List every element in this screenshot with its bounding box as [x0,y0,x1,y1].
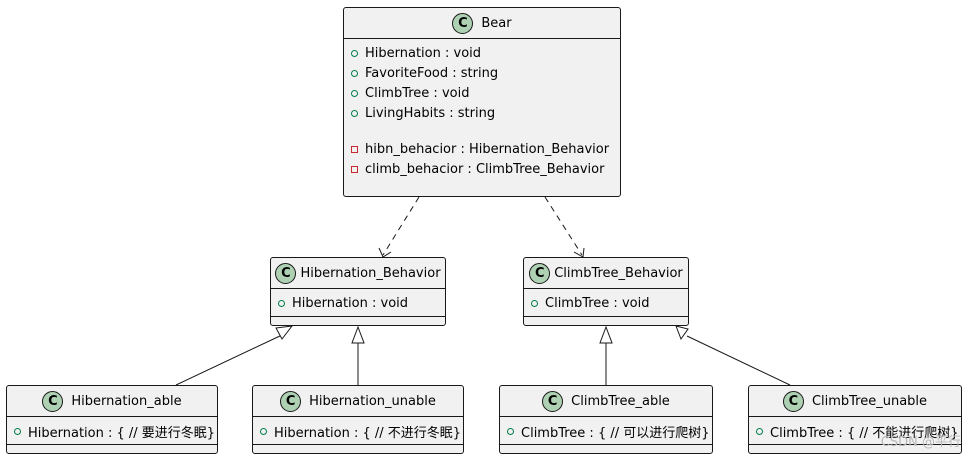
private-marker-icon [351,165,358,173]
public-marker-icon [756,427,763,435]
member-text: Hibernation : { // 不进行冬眠} [274,425,462,441]
class-c-icon: C [452,12,474,34]
class-name: Hibernation_Behavior [300,265,441,281]
class-c-icon: C [42,390,64,412]
member: ClimbTree : { // 可以进行爬树} [500,421,712,441]
watermark: CSDN @平行 [880,435,961,450]
public-marker-icon [351,69,358,77]
class-climbtree-unable[interactable]: C ClimbTree_unable ClimbTree : { // 不能进行… [748,385,962,454]
class-c-icon: C [280,390,302,412]
class-name: Hibernation_unable [309,393,436,409]
class-header: C Hibernation_Behavior [271,258,445,289]
class-c-icon: C [529,262,551,284]
dependency-bear-climbtree-behavior [544,196,583,256]
member-text: ClimbTree : { // 可以进行爬树} [521,425,710,441]
generalization-arrowhead-hibernation-unable [351,325,365,344]
attributes-section: ClimbTree : { // 不能进行爬树} [749,417,961,445]
public-marker-icon [351,89,358,97]
public-marker-icon [14,427,21,435]
class-name: ClimbTree_Behavior [554,265,683,281]
member-text: climb_behacior : ClimbTree_Behavior [365,161,605,177]
public-marker-icon [278,299,285,307]
member-text: Hibernation : { // 要进行冬眠} [28,425,216,441]
class-name: Hibernation_able [71,393,182,409]
class-hibernation-behavior[interactable]: C Hibernation_Behavior Hibernation : voi… [270,257,446,326]
class-header: C ClimbTree_able [500,386,712,417]
class-c-icon: C [542,390,564,412]
member: Hibernation : { // 不进行冬眠} [253,421,463,441]
class-hibernation-able[interactable]: C Hibernation_able Hibernation : { // 要进… [6,385,218,454]
generalization-hibernation-able [175,334,283,386]
attributes-section: ClimbTree : void [524,289,688,317]
class-header: C Bear [344,8,620,39]
class-name: Bear [481,15,512,31]
class-header: C Hibernation_able [7,386,217,417]
class-hibernation-unable[interactable]: C Hibernation_unable Hibernation : { // … [252,385,464,454]
member-text: ClimbTree : { // 不能进行爬树} [770,425,959,441]
public-marker-icon [260,427,267,435]
member-text: FavoriteFood : string [365,65,499,81]
class-c-icon: C [782,390,804,412]
attributes-section: Hibernation : void [271,289,445,317]
class-climbtree-able[interactable]: C ClimbTree_able ClimbTree : { // 可以进行爬树… [499,385,713,454]
member: Hibernation : { // 要进行冬眠} [7,421,217,441]
class-name: ClimbTree_able [571,393,670,409]
private-marker-icon [351,145,358,153]
member: hibn_behacior : Hibernation_Behavior [344,139,620,159]
class-name: ClimbTree_unable [811,393,928,409]
generalization-arrowhead-climbtree-unable [675,325,689,341]
class-climbtree-behavior[interactable]: C ClimbTree_Behavior ClimbTree : void [523,257,689,326]
member: ClimbTree : void [524,293,688,313]
attributes-section: ClimbTree : { // 可以进行爬树} [500,417,712,445]
member-text: Hibernation : void [292,295,409,311]
member: FavoriteFood : string [344,63,620,83]
member: Hibernation : void [271,293,445,313]
generalization-arrowhead-climbtree-able [599,325,613,344]
public-marker-icon [531,299,538,307]
attributes-section: Hibernation : void FavoriteFood : string… [344,39,620,182]
member: ClimbTree : { // 不能进行爬树} [749,421,961,441]
class-c-icon: C [275,262,297,284]
member: Hibernation : void [344,43,620,63]
attributes-section: Hibernation : { // 不进行冬眠} [253,417,463,445]
member-text: Hibernation : void [365,45,482,61]
dependency-arrowhead-hibernation [378,247,392,258]
public-marker-icon [351,109,358,117]
generalization-climbtree-unable [686,335,791,386]
member-text: ClimbTree : void [545,295,650,311]
class-header: C ClimbTree_Behavior [524,258,688,289]
member: LivingHabits : string [344,103,620,123]
member-text: ClimbTree : void [365,85,470,101]
dependency-bear-hibernation-behavior [382,196,420,256]
member-text: hibn_behacior : Hibernation_Behavior [365,141,610,157]
class-header: C ClimbTree_unable [749,386,961,417]
dependency-arrowhead-climbtree [573,247,585,258]
member: climb_behacior : ClimbTree_Behavior [344,159,620,179]
public-marker-icon [351,49,358,57]
member: ClimbTree : void [344,83,620,103]
generalization-arrowhead-hibernation-able [275,325,294,340]
attributes-section: Hibernation : { // 要进行冬眠} [7,417,217,445]
class-bear[interactable]: C Bear Hibernation : void FavoriteFood :… [343,7,621,197]
class-header: C Hibernation_unable [253,386,463,417]
member-text: LivingHabits : string [365,105,496,121]
public-marker-icon [507,427,514,435]
